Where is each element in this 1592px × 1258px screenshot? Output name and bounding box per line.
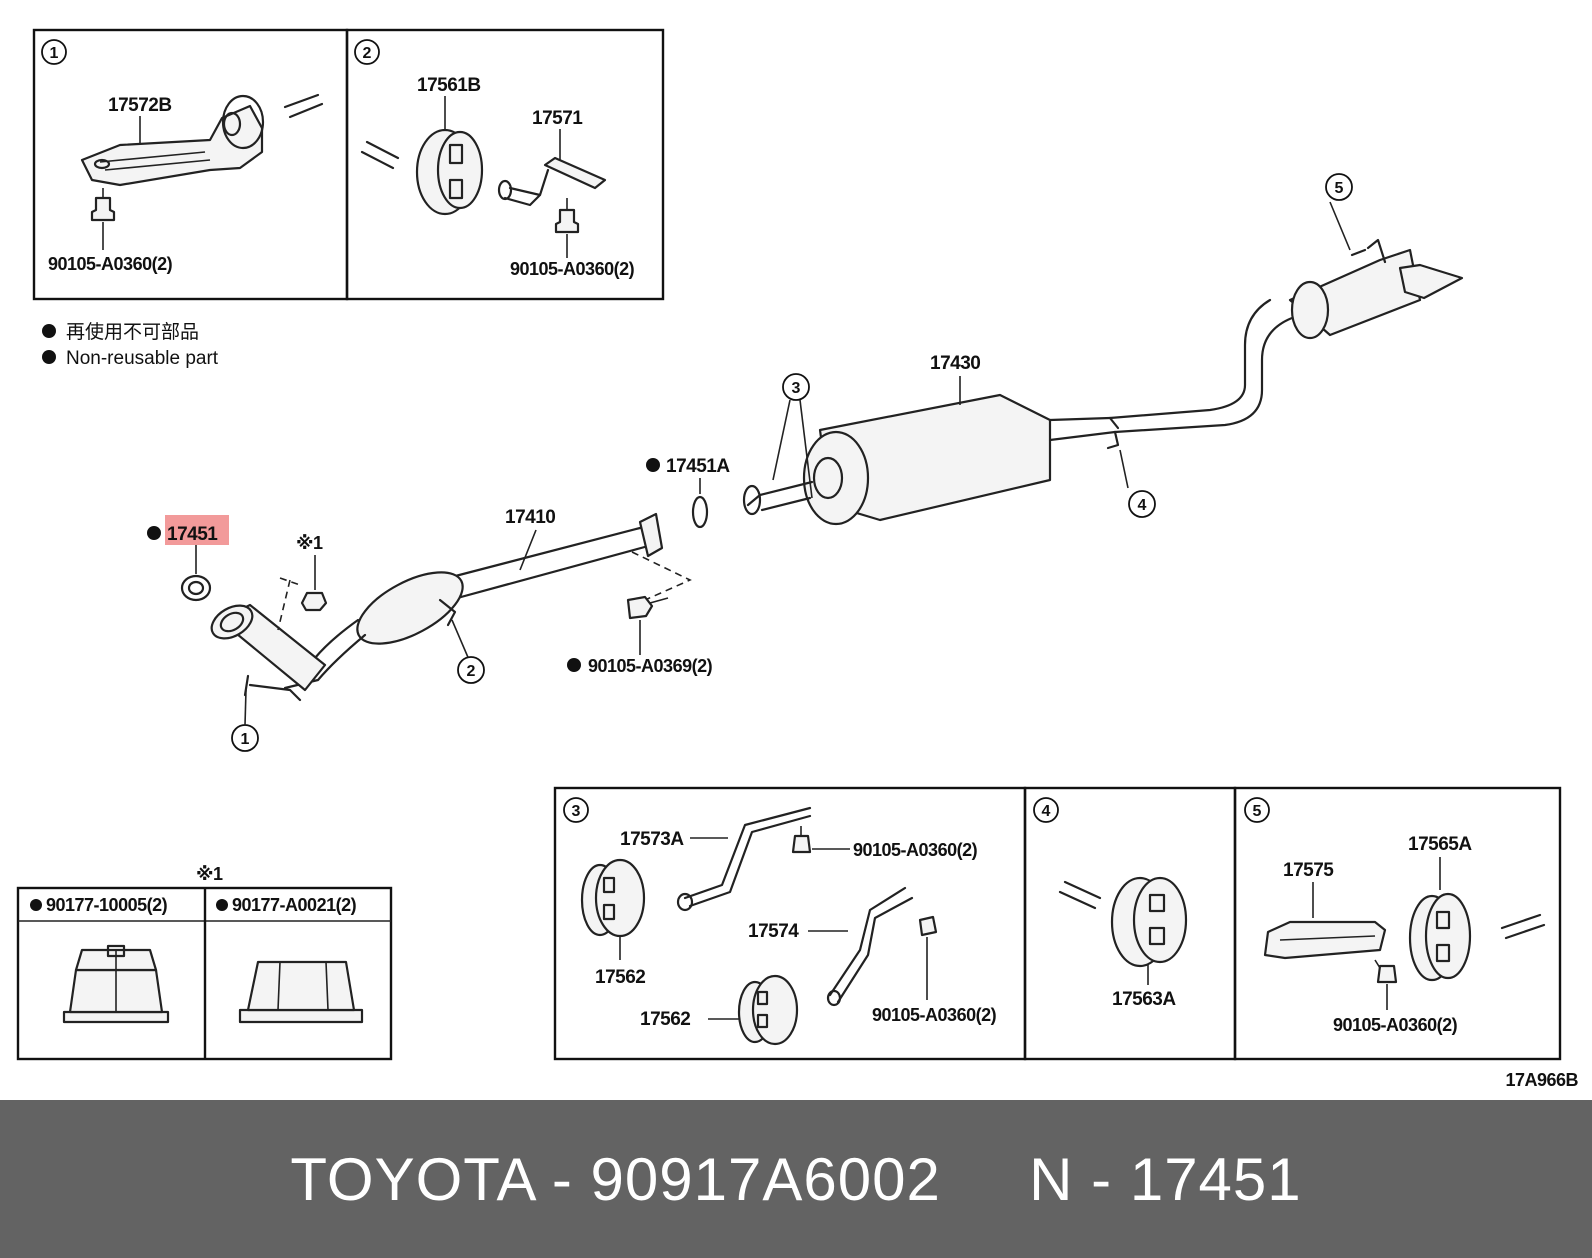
nut-10005-drawing: [62, 944, 170, 1024]
hanger-17563a-drawing: [1110, 876, 1188, 968]
inset-3-hanger-b-label: 17562: [640, 1009, 690, 1030]
tail-pipe-muffler-drawing: [742, 201, 1464, 526]
nut-table-col2: 90177-A0021(2): [232, 895, 357, 915]
callout-1: 1: [241, 731, 250, 748]
inset-5-panel: 5 17575 17565A 90105-A0360(2): [1233, 786, 1562, 1061]
inset-4-hanger-label: 17563A: [1112, 989, 1176, 1010]
legend-japanese: 再使用不可部品: [66, 321, 199, 343]
inset-2-bracket-label: 17571: [532, 108, 583, 129]
footer-caption: TOYOTA - 90917A6002 N - 17451: [290, 1145, 1302, 1213]
bolt-inset2-drawing: [554, 198, 580, 258]
inset-3-bracket-a-label: 17573A: [620, 829, 684, 850]
hanger-17562-upper-drawing: [580, 858, 646, 938]
inset-4-panel: 4 17563A: [1023, 786, 1237, 1061]
bolt-inset3a-drawing: [791, 834, 812, 854]
bolt-inset1-drawing: [90, 188, 116, 250]
nut-table: ※1 90177-10005(2) 90177-A0021(2): [16, 864, 393, 1061]
inset-3-bracket-b-label: 17574: [748, 921, 799, 942]
label-17410: 17410: [505, 507, 555, 528]
nut-drawing: [300, 591, 328, 612]
inset-2-panel: 2 17561B 17571 90105-A0360(2): [345, 28, 665, 301]
callout-2: 2: [467, 663, 476, 680]
inset-5-hanger-label: 17565A: [1408, 834, 1472, 855]
inset-5-bolt-label: 90105-A0360(2): [1333, 1015, 1458, 1035]
nut-a0021-drawing: [238, 960, 364, 1024]
inset-3-bolt-b-label: 90105-A0360(2): [872, 1005, 997, 1025]
bolt-inset3b-drawing: [918, 915, 938, 937]
callout-4: 4: [1138, 497, 1147, 514]
gasket-17451-drawing: [180, 574, 212, 602]
inset-1-bracket-label: 17572B: [108, 95, 172, 116]
front-pipe-17410-drawing: [210, 512, 692, 702]
inset-1-bolt-label: 90105-A0360(2): [48, 254, 173, 274]
bolt-flange-drawing: [626, 595, 669, 655]
bracket-17574-drawing: [828, 886, 914, 1004]
nut-table-col1: 90177-10005(2): [46, 895, 168, 915]
inset-5-number: 5: [1253, 803, 1262, 820]
nut-ref-label: ※1: [296, 533, 323, 553]
inset-2-number: 2: [363, 45, 372, 62]
inset-3-hanger-a-label: 17562: [595, 967, 645, 988]
inset-4-number: 4: [1042, 803, 1051, 820]
inset-2-hanger-label: 17561B: [417, 75, 481, 96]
inset-3-number: 3: [572, 803, 581, 820]
nut-table-ref: ※1: [196, 864, 223, 884]
highlight-17451: [165, 515, 229, 545]
bracket-17572b-drawing: [80, 93, 324, 187]
label-17451: 17451: [167, 524, 218, 545]
hanger-17561b-drawing: [360, 128, 484, 216]
legend: 再使用不可部品 Non-reusable part: [42, 321, 219, 369]
inset-2-bolt-label: 90105-A0360(2): [510, 259, 635, 279]
bracket-17573a-drawing: [683, 806, 812, 908]
exhaust-parts-diagram: 1 17572B 90105-A0360(2) 2 17561B: [16, 28, 1579, 1090]
legend-english: Non-reusable part: [66, 348, 219, 369]
callout-3: 3: [792, 380, 801, 397]
inset-3-panel: 3 17573A 90105-A0360(2) 17562 17574 9010…: [553, 786, 1027, 1061]
main-assembly: 17451 ※1 17410 17451A 90105-A0369(2) 174…: [147, 173, 1464, 752]
hanger-17565a-drawing: [1408, 892, 1472, 982]
label-17451a: 17451A: [666, 456, 730, 477]
bracket-17571-drawing: [497, 156, 607, 207]
bracket-17575-drawing: [1263, 920, 1387, 960]
callout-5: 5: [1335, 180, 1344, 197]
hanger-17562-lower-drawing: [737, 974, 799, 1046]
label-17430: 17430: [930, 353, 980, 374]
bolt-inset5-drawing: [1376, 964, 1398, 984]
inset-1-panel: 1 17572B 90105-A0360(2): [32, 28, 349, 301]
footer-bar: TOYOTA - 90917A6002 N - 17451: [0, 1100, 1592, 1258]
inset-5-bracket-label: 17575: [1283, 860, 1334, 881]
gasket-17451a-drawing: [691, 495, 709, 529]
inset-3-bolt-a-label: 90105-A0360(2): [853, 840, 978, 860]
inset-1-number: 1: [50, 45, 59, 62]
label-bolt-flange: 90105-A0369(2): [588, 656, 713, 676]
diagram-code: 17A966B: [1505, 1070, 1578, 1090]
